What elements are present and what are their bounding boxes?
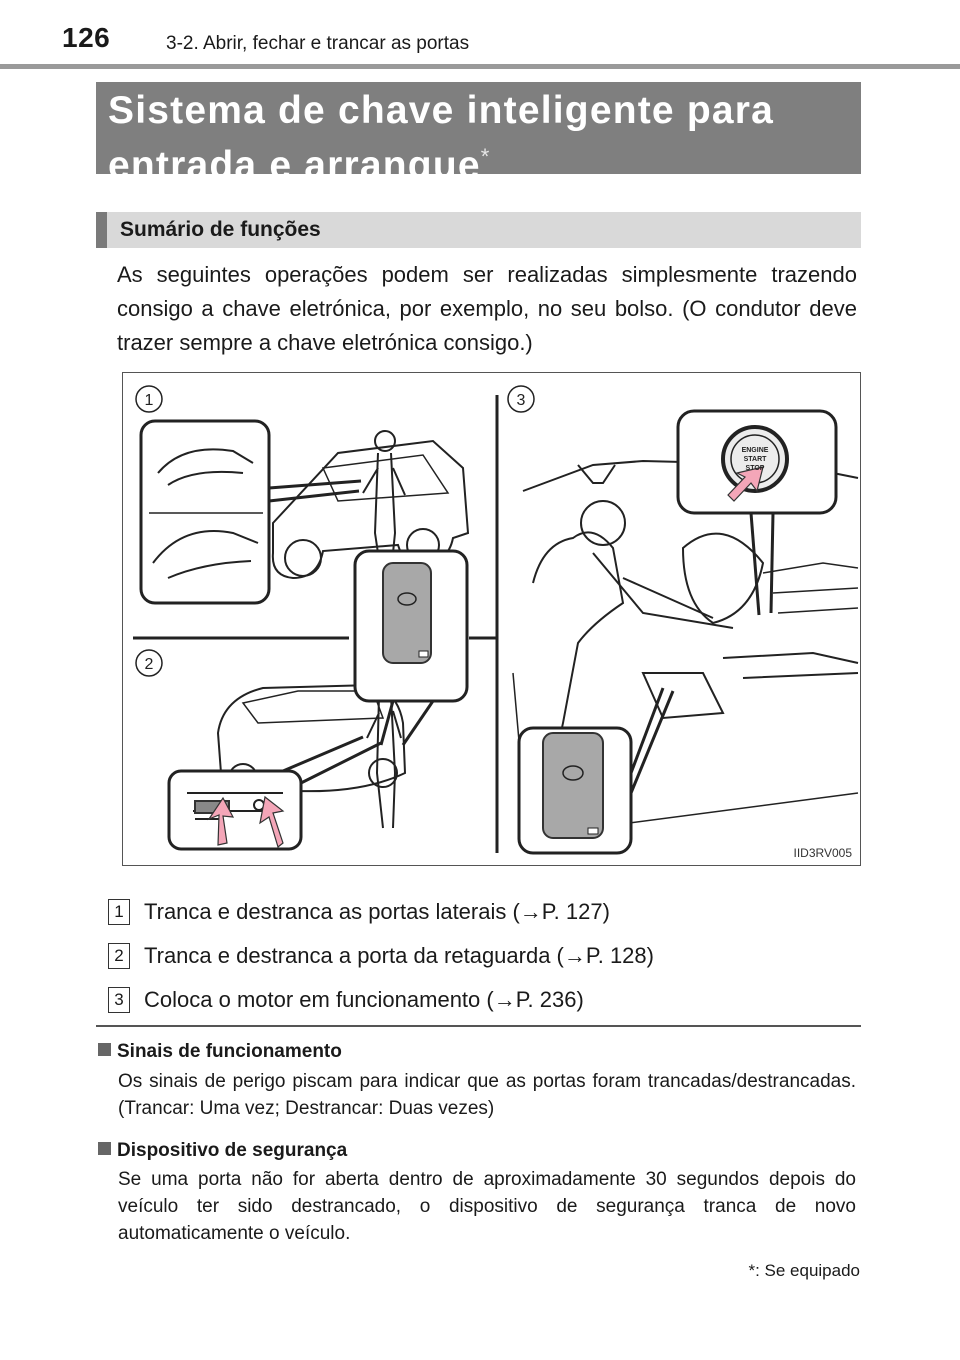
function-item: 3 Coloca o motor em funcionamento (→P. 2… — [108, 978, 654, 1022]
square-bullet-icon — [98, 1043, 111, 1056]
function-item: 1 Tranca e destranca as portas laterais … — [108, 890, 654, 934]
number-box: 2 — [108, 943, 130, 969]
note-heading-text: Dispositivo de segurança — [117, 1140, 348, 1161]
number-box: 3 — [108, 987, 130, 1013]
square-bullet-icon — [98, 1142, 111, 1155]
function-text: Tranca e destranca a porta da retaguarda… — [144, 943, 654, 968]
note-heading: Dispositivo de segurança — [98, 1140, 347, 1162]
subheading-band: Sumário de funções — [96, 212, 861, 248]
note-heading: Sinais de funcionamento — [98, 1041, 342, 1063]
header-rule — [0, 64, 960, 69]
illustration-svg: 1 2 3 ENGINE START STOP — [133, 385, 859, 855]
smart-key-illustration: 1 2 3 ENGINE START STOP IID3RV005 — [122, 372, 861, 866]
callout-1: 1 — [145, 392, 154, 409]
subheading: Sumário de funções — [120, 218, 321, 241]
number-box: 1 — [108, 899, 130, 925]
title-band: Sistema de chave inteligente para entrad… — [96, 82, 861, 187]
equipped-marker: * — [480, 144, 491, 169]
button-text-start: START — [744, 456, 768, 463]
intro-paragraph: As seguintes operações podem ser realiza… — [117, 262, 857, 355]
function-list: 1 Tranca e destranca as portas laterais … — [108, 890, 654, 1022]
page-number: 126 — [62, 22, 111, 53]
title-line-1: Sistema de chave inteligente para — [108, 89, 775, 132]
callout-3: 3 — [517, 392, 526, 409]
section-divider — [96, 1025, 861, 1027]
note-body: Se uma porta não for aberta dentro de ap… — [118, 1169, 856, 1244]
title-line-2: entrada e arranque — [108, 144, 481, 187]
button-text-engine: ENGINE — [742, 447, 769, 454]
footnote: *: Se equipado — [748, 1261, 860, 1280]
function-item: 2 Tranca e destranca a porta da retaguar… — [108, 934, 654, 978]
page-title: Sistema de chave inteligente para entrad… — [108, 88, 774, 189]
button-text-stop: STOP — [746, 465, 765, 472]
figure-code: IID3RV005 — [793, 846, 852, 860]
function-text: Tranca e destranca as portas laterais (→… — [144, 899, 610, 924]
note-body: Os sinais de perigo piscam para indicar … — [118, 1071, 856, 1119]
function-text: Coloca o motor em funcionamento (→P. 236… — [144, 987, 584, 1012]
note-heading-text: Sinais de funcionamento — [117, 1041, 342, 1062]
callout-2: 2 — [145, 656, 154, 673]
section-path: 3-2. Abrir, fechar e trancar as portas — [166, 33, 470, 54]
